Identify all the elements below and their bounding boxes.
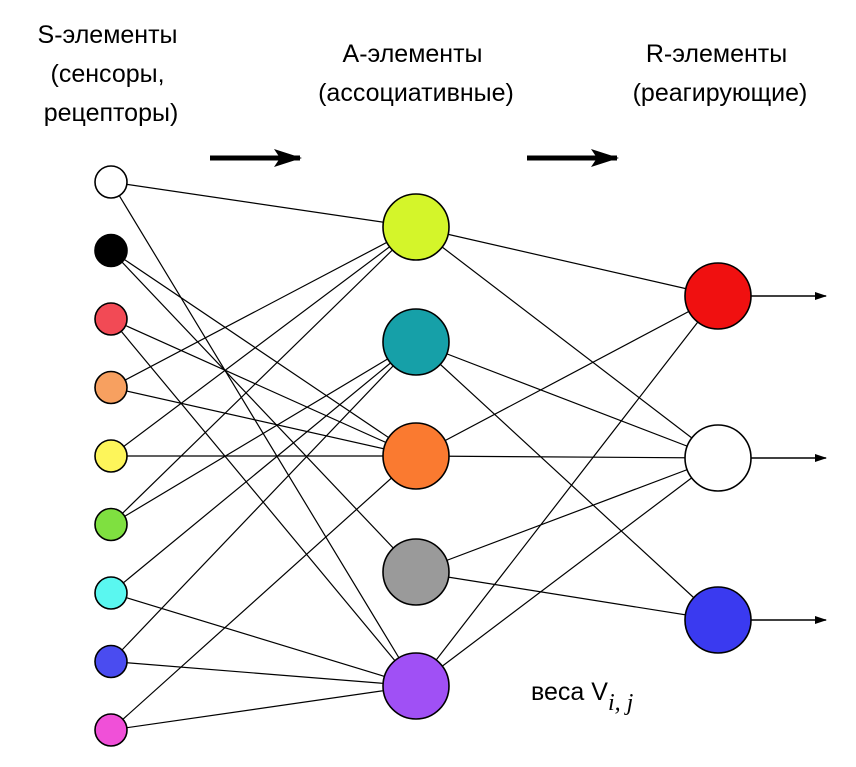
a-element-a4 <box>382 538 450 606</box>
s-element-s8 <box>94 644 128 679</box>
r-element-r3 <box>684 586 752 654</box>
r-title-line-2: (реагирующие) <box>633 79 808 107</box>
edge-a2-r3 <box>415 341 719 621</box>
s-element-s7 <box>94 576 128 610</box>
a-element-a5 <box>382 652 450 720</box>
s-element-s4 <box>94 370 128 405</box>
edge-s1-a5 <box>110 181 417 687</box>
s-element-s3 <box>94 302 128 336</box>
edge-a4-r2 <box>415 457 719 573</box>
edge-s3-a3 <box>110 318 417 457</box>
a-element-a1 <box>382 193 450 261</box>
edge-a4-r3 <box>415 571 719 621</box>
s-title-line-2: (сенсоры, <box>51 60 165 88</box>
edge-s2-a4 <box>110 250 417 573</box>
weights-label-prefix: веса V <box>531 678 608 706</box>
edge-s8-a2 <box>110 341 417 662</box>
weights-label: веса Vi, j <box>531 678 634 716</box>
edge-a2-r2 <box>415 341 719 459</box>
a-title-line-2: (ассоциативные) <box>318 79 514 107</box>
s-element-s2 <box>94 233 128 268</box>
edge-s5-a1 <box>110 226 417 457</box>
s-title-line-3: рецепторы) <box>44 99 179 127</box>
edge-s4-a1 <box>110 226 417 389</box>
edge-s6-a1 <box>110 226 417 525</box>
edge-s9-a3 <box>110 455 417 731</box>
edge-s7-a5 <box>110 592 417 687</box>
s-column-title: S-элементы (сенсоры, рецепторы) <box>38 21 185 127</box>
edge-a3-r2 <box>415 455 719 459</box>
r-element-r1 <box>684 262 752 330</box>
s-element-s9 <box>94 713 128 747</box>
edge-s9-a5 <box>110 685 417 731</box>
edge-s6-a2 <box>110 341 417 526</box>
r-title-line-1: R-элементы <box>646 40 787 68</box>
edge-a5-r1 <box>415 295 719 687</box>
a-title-line-1: А-элементы <box>343 40 483 68</box>
edge-s1-a1 <box>110 181 417 228</box>
edge-s7-a2 <box>110 341 417 594</box>
output-arrows <box>751 292 827 624</box>
edge-s8-a5 <box>110 660 417 687</box>
edge-a5-r2 <box>415 457 719 687</box>
s-title-line-1: S-элементы <box>38 21 178 49</box>
a-element-a2 <box>382 308 450 376</box>
r-element-r2 <box>684 424 752 492</box>
a-element-a3 <box>382 422 450 490</box>
nodes-layer <box>94 165 752 747</box>
edge-a1-r2 <box>415 226 719 459</box>
edge-s4-a3 <box>110 386 417 457</box>
s-element-s1 <box>94 165 128 199</box>
edges-layer <box>110 181 719 731</box>
edge-a1-r1 <box>415 226 719 297</box>
a-column-title: А-элементы (ассоциативные) <box>318 40 514 107</box>
edge-a3-r1 <box>415 295 719 457</box>
weights-label-subscript: i, j <box>608 690 634 716</box>
r-column-title: R-элементы (реагирующие) <box>633 40 808 107</box>
s-element-s5 <box>94 439 128 473</box>
s-element-s6 <box>94 507 128 542</box>
edge-s2-a3 <box>110 250 417 457</box>
